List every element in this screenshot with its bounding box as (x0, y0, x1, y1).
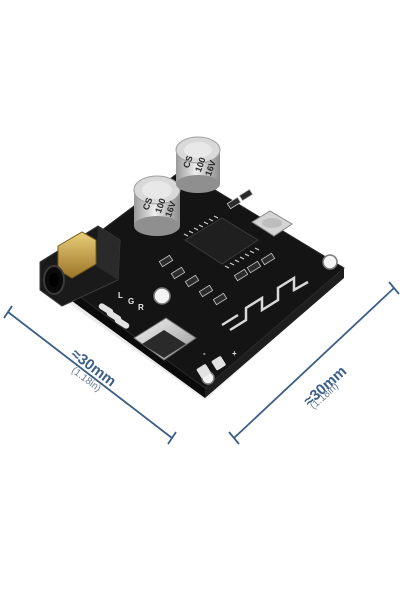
capacitor-front (133, 175, 181, 236)
silk-label-minus: - (203, 349, 206, 358)
smd-components (158, 188, 276, 306)
crystal-oscillator-top (262, 218, 282, 228)
dimension-line-left (3, 305, 177, 445)
capacitor-front-label-value: 100 (153, 197, 168, 215)
silk-label-l: L (118, 291, 123, 300)
audio-jack-side (96, 226, 120, 280)
capacitor-back-label-cs: CS (181, 154, 195, 169)
capacitor-back (175, 136, 221, 193)
mounting-hole (153, 287, 171, 305)
capacitor-front-label-cs: CS (141, 196, 155, 211)
micro-usb-port (142, 330, 186, 358)
ic-chip (184, 217, 259, 265)
ic-pins (183, 215, 260, 269)
pcb-antenna-trace (221, 313, 239, 327)
mounting-hole (322, 254, 338, 270)
silk-label-plus: + (232, 349, 237, 358)
header-pads (98, 303, 130, 329)
board-edge-left (46, 272, 205, 398)
audio-jack-hole (49, 273, 59, 287)
capacitor-back-label-value: 100 (193, 156, 208, 174)
dimension-line-right (228, 281, 400, 445)
silk-label-g: G (128, 297, 134, 306)
silk-label-r: R (138, 303, 144, 312)
board-edge-right (205, 268, 344, 398)
power-pads (196, 356, 226, 379)
pcb-antenna-trace (229, 275, 309, 332)
